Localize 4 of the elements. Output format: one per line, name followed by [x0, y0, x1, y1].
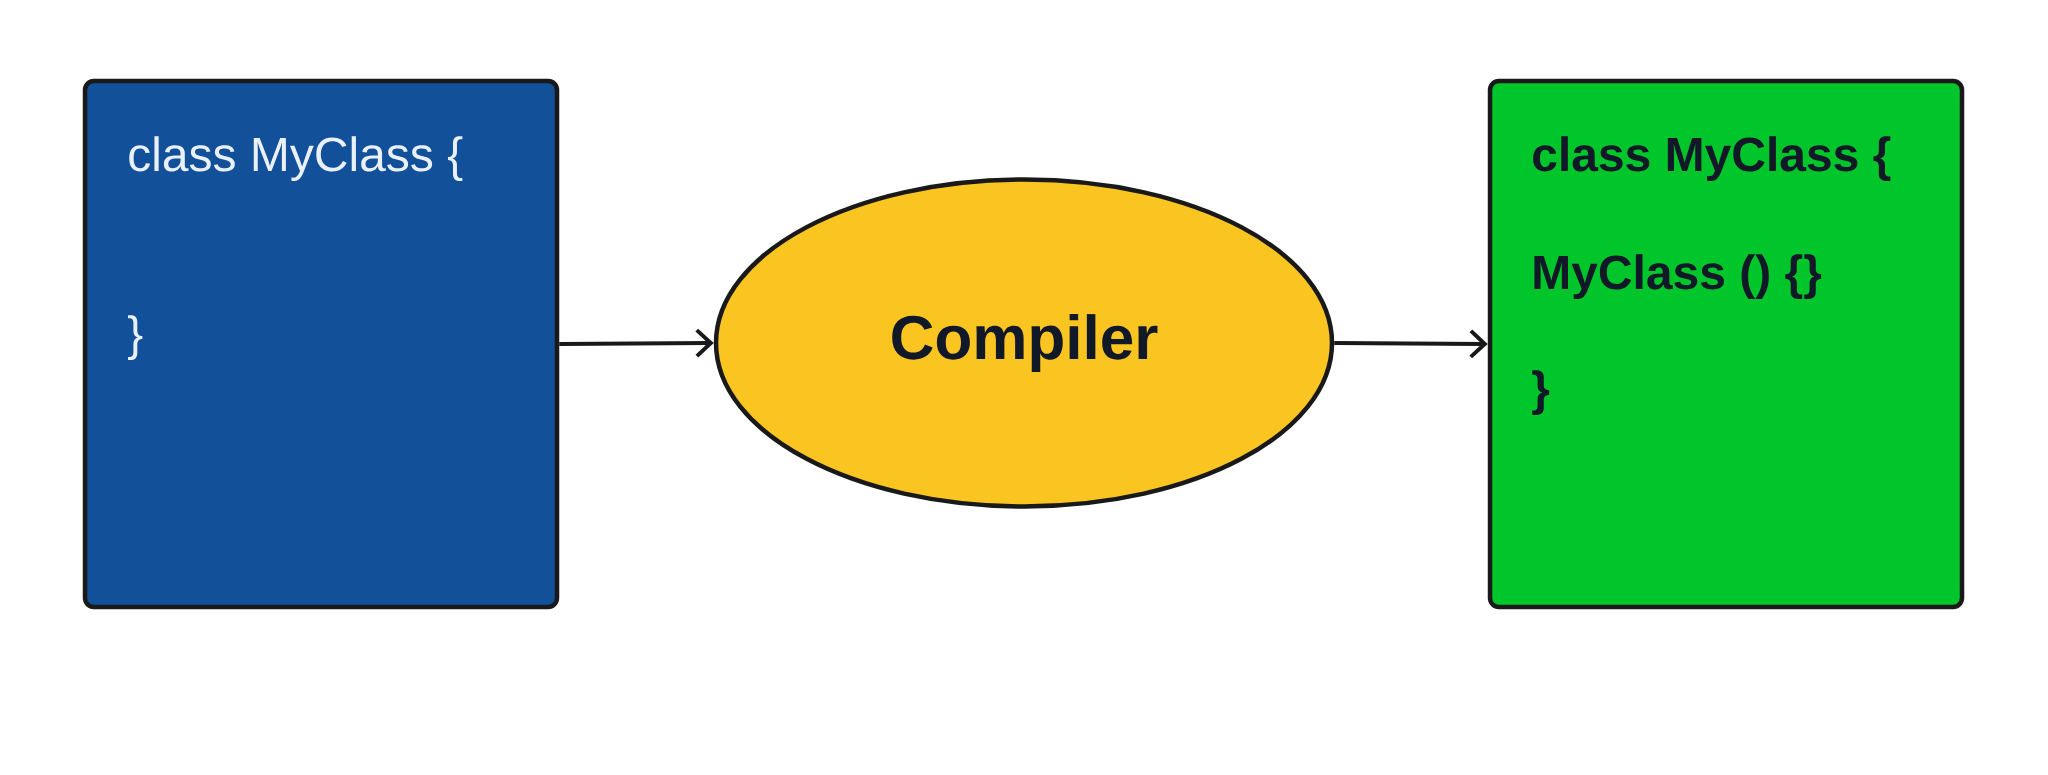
arrow: [559, 328, 714, 358]
code-box: class MyClass { }: [82, 78, 560, 610]
code-box: class MyClass { MyClass () {} }: [1487, 78, 1965, 610]
arrow: [1334, 329, 1488, 359]
